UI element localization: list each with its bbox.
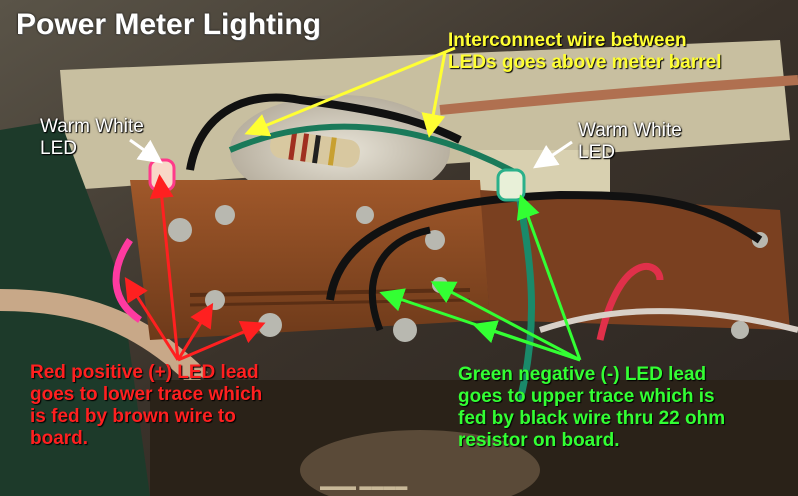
green-interconnect-wire (228, 123, 522, 178)
warm-white-led-right (496, 168, 526, 202)
brown-wire (439, 75, 798, 115)
page-title: Power Meter Lighting (16, 8, 322, 41)
warm-white-led-left-label: Warm White LED (40, 116, 144, 159)
white-wire (539, 308, 798, 333)
warm-white-led-right-label: Warm White LED (578, 120, 682, 163)
red-arrows (124, 174, 266, 362)
yellow-arrow-right (421, 51, 447, 138)
green-lead-annotation: Green negative (-) LED lead goes to uppe… (458, 364, 726, 451)
black-wire-loop (326, 190, 763, 301)
green-lead-wire (516, 199, 536, 401)
green-arrows (379, 194, 582, 362)
upper-trace (189, 298, 471, 307)
resistor-bands (288, 131, 337, 166)
capacitor (300, 430, 540, 496)
yellow-arrow-left (244, 46, 456, 137)
red-lead-annotation: Red positive (+) LED lead goes to lower … (30, 362, 263, 449)
black-wire-lead (368, 226, 431, 332)
capacitor-print: ▬▬▬ ▬▬▬▬ (320, 479, 407, 493)
white-arrow-right (533, 140, 573, 169)
white-arrow-left (129, 138, 163, 164)
interconnect-annotation: Interconnect wire between LEDs goes abov… (448, 30, 722, 73)
pink-lead-wire (112, 238, 143, 323)
